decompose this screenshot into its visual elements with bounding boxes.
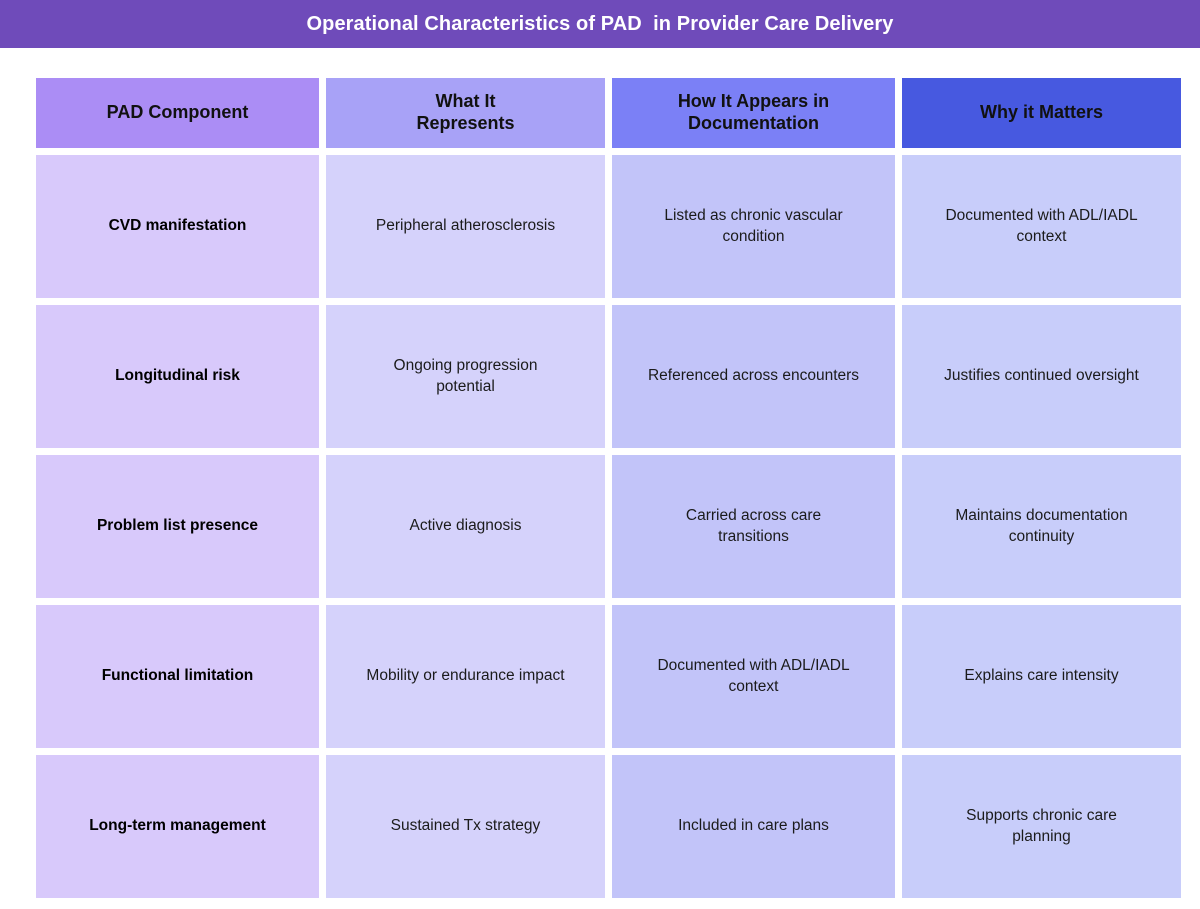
cell-component: Problem list presence bbox=[36, 455, 319, 598]
column-header-why-it-matters: Why it Matters bbox=[902, 78, 1181, 148]
cell-represents: Peripheral atherosclerosis bbox=[326, 155, 605, 298]
cell-documentation: Listed as chronic vascular condition bbox=[612, 155, 895, 298]
cell-matters: Explains care intensity bbox=[902, 605, 1181, 748]
table-row: Functional limitation Mobility or endura… bbox=[36, 605, 1181, 748]
column-header-pad-component: PAD Component bbox=[36, 78, 319, 148]
table-row: Long-term management Sustained Tx strate… bbox=[36, 755, 1181, 898]
table-row: Longitudinal risk Ongoing progression po… bbox=[36, 305, 1181, 448]
cell-represents: Ongoing progression potential bbox=[326, 305, 605, 448]
cell-matters: Documented with ADL/IADL context bbox=[902, 155, 1181, 298]
cell-component: Functional limitation bbox=[36, 605, 319, 748]
column-header-how-it-appears: How It Appears in Documentation bbox=[612, 78, 895, 148]
cell-component: Longitudinal risk bbox=[36, 305, 319, 448]
table-row: CVD manifestation Peripheral atheroscler… bbox=[36, 155, 1181, 298]
column-header-what-it-represents: What It Represents bbox=[326, 78, 605, 148]
table-header-row: PAD Component What It Represents How It … bbox=[36, 78, 1181, 148]
cell-matters: Maintains documentation continuity bbox=[902, 455, 1181, 598]
cell-matters: Supports chronic care planning bbox=[902, 755, 1181, 898]
title-banner: Operational Characteristics of PAD in Pr… bbox=[0, 0, 1200, 48]
cell-matters: Justifies continued oversight bbox=[902, 305, 1181, 448]
cell-represents: Active diagnosis bbox=[326, 455, 605, 598]
cell-component: Long-term management bbox=[36, 755, 319, 898]
cell-represents: Sustained Tx strategy bbox=[326, 755, 605, 898]
comparison-table: PAD Component What It Represents How It … bbox=[36, 78, 1181, 898]
table-row: Problem list presence Active diagnosis C… bbox=[36, 455, 1181, 598]
cell-documentation: Referenced across encounters bbox=[612, 305, 895, 448]
cell-documentation: Documented with ADL/IADL context bbox=[612, 605, 895, 748]
page-title: Operational Characteristics of PAD in Pr… bbox=[306, 12, 894, 35]
cell-documentation: Carried across care transitions bbox=[612, 455, 895, 598]
cell-documentation: Included in care plans bbox=[612, 755, 895, 898]
cell-component: CVD manifestation bbox=[36, 155, 319, 298]
cell-represents: Mobility or endurance impact bbox=[326, 605, 605, 748]
